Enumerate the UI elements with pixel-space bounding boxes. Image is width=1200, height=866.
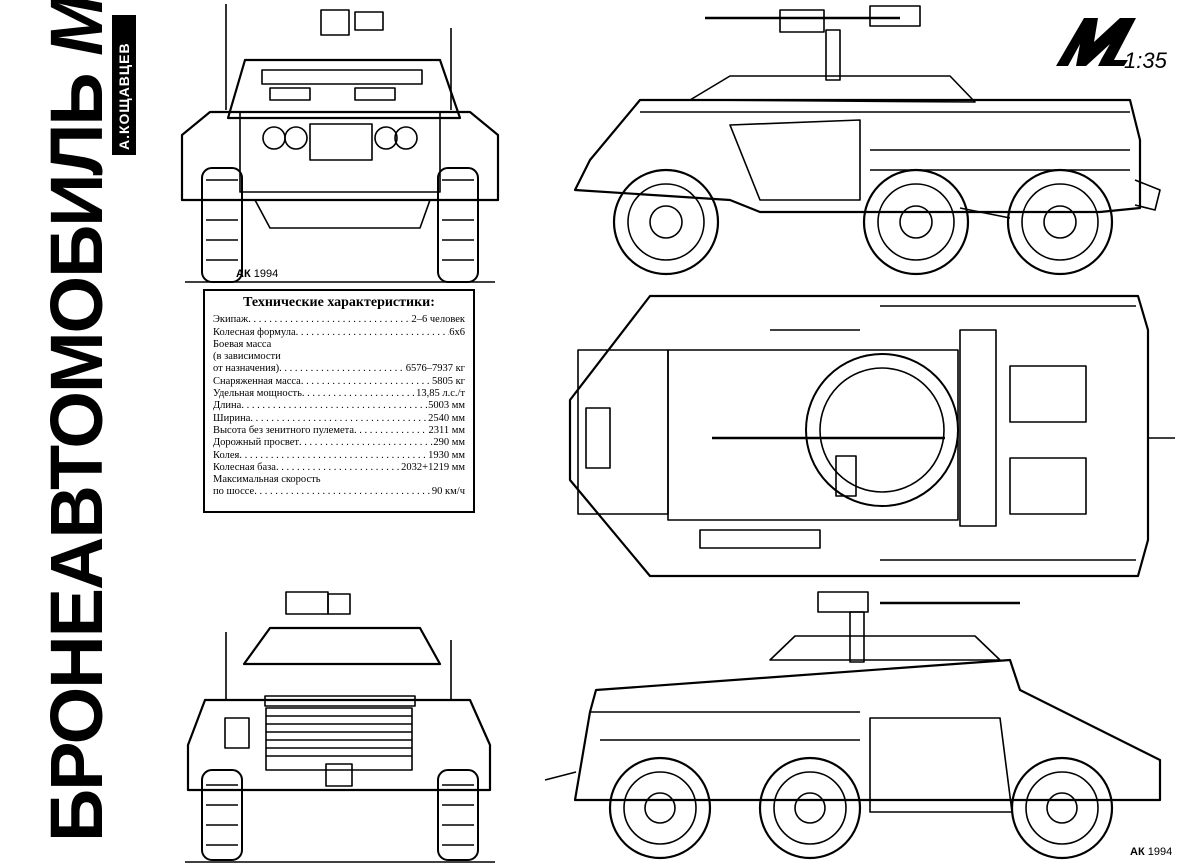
spec-row: Высота без зенитного пулемета 2311 мм [213, 425, 465, 437]
specs-heading: Технические характеристики: [243, 295, 435, 310]
spec-label: Снаряженная масса [213, 375, 301, 387]
spec-label: Колея [213, 449, 240, 461]
spec-row: (в зависимости [213, 351, 465, 363]
rear-view [185, 591, 495, 863]
spec-value: 13,85 л.с./т [416, 388, 465, 400]
spec-value: 5805 кг [431, 375, 465, 387]
spec-value: 6x6 [449, 326, 465, 338]
brand-logo [1050, 8, 1195, 78]
spec-row: Максимальная скорость [213, 474, 465, 486]
spec-label: от назначения) [213, 363, 280, 375]
spec-row: Снаряженная масса 5805 кг [213, 376, 465, 388]
spec-label: (в зависимости [213, 351, 281, 363]
spec-row: Экипаж 2–6 человек [213, 314, 465, 326]
spec-row: Колесная база 2032+1219 мм [213, 462, 465, 474]
spec-label: Высота без зенитного пулемета [213, 424, 355, 436]
spec-label: Удельная мощность [213, 388, 302, 400]
spec-label: Длина [213, 400, 242, 412]
spec-label: Экипаж [213, 314, 249, 326]
spec-row: от назначения) 6576–7937 кг [213, 363, 465, 375]
spec-label: Максимальная скорость [213, 474, 321, 486]
title-block: БРОНЕАВТОМОБИЛЬ М20 А.КОЩАВЦЕВ [0, 0, 150, 866]
signature-front: АК 1994 [236, 268, 279, 280]
spec-label: Колесная формула [213, 326, 296, 338]
spec-row: Боевая масса [213, 339, 465, 351]
spec-value: 90 км/ч [431, 486, 465, 498]
spec-row: Дорожный просвет 290 мм [213, 437, 465, 449]
spec-value: 6576–7937 кг [405, 363, 465, 375]
side-view-upper [573, 5, 1161, 276]
spec-row: по шоссе 90 км/ч [213, 486, 465, 498]
author-box [112, 15, 136, 155]
scale-label: 1:35 [1124, 48, 1167, 73]
side-view-lower [544, 591, 1162, 860]
spec-value: 5003 мм [428, 400, 465, 412]
spec-row: Длина 5003 мм [213, 400, 465, 412]
spec-label: по шоссе [213, 486, 255, 498]
spec-row: Ширина 2540 мм [213, 413, 465, 425]
spec-value: 2311 мм [428, 424, 465, 436]
spec-row: Колесная формула 6x6 [213, 327, 465, 339]
spec-value: 2–6 человек [411, 314, 465, 326]
specs-table: Технические характеристики: Экипаж 2–6 че… [203, 289, 475, 513]
spec-value: 2032+1219 мм [401, 461, 465, 473]
spec-label: Дорожный просвет [213, 437, 300, 449]
spec-row: Удельная мощность 13,85 л.с./т [213, 388, 465, 400]
top-view [568, 294, 1175, 578]
spec-value: 290 мм [433, 437, 465, 449]
spec-value: 2540 мм [428, 412, 465, 424]
spec-row: Колея 1930 мм [213, 450, 465, 462]
spec-label: Колесная база [213, 461, 276, 473]
signature-side: АК 1994 [1130, 846, 1173, 858]
spec-label: Ширина [213, 412, 251, 424]
spec-value: 1930 мм [428, 449, 465, 461]
front-view [180, 4, 500, 283]
spec-label: Боевая масса [213, 338, 272, 350]
